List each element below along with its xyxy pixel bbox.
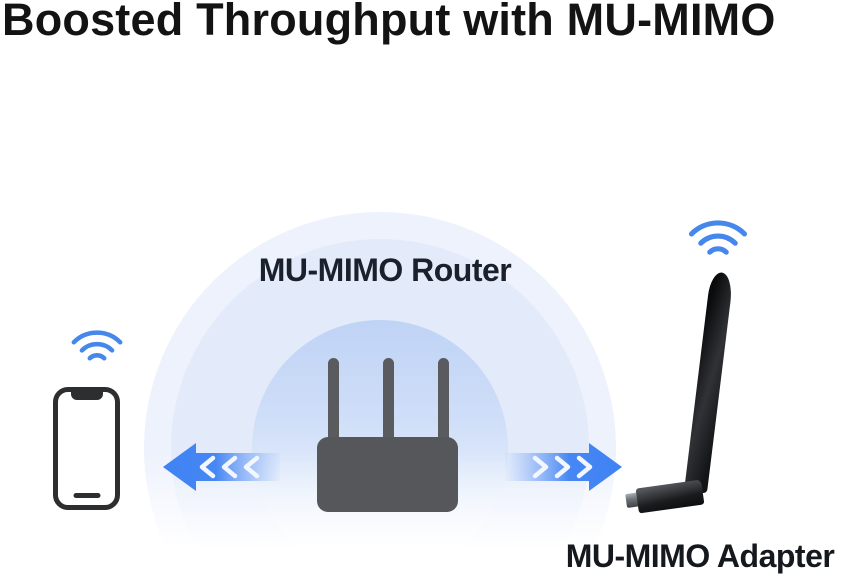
adapter-antenna (684, 271, 734, 494)
adapter-label: MU-MIMO Adapter (565, 538, 835, 574)
phone-notch (70, 391, 103, 400)
stream-arrow-right-icon (505, 443, 622, 491)
wifi-waves-icon (688, 220, 748, 255)
router-label: MU-MIMO Router (258, 252, 512, 288)
router-antenna-left (328, 358, 339, 440)
wifi-waves-icon (71, 330, 123, 361)
phone-home-bar (73, 493, 100, 498)
arrow-left-shape (163, 443, 280, 491)
router-body (317, 437, 458, 512)
phone-icon (53, 387, 120, 510)
page-title: Boosted Throughput with MU-MIMO (2, 0, 776, 45)
router-antenna-middle (383, 358, 394, 440)
stream-arrow-left-icon (163, 443, 280, 491)
arrow-left-chevrons (199, 455, 260, 479)
router-antenna-right (438, 358, 449, 440)
arrow-right-chevrons (532, 455, 593, 479)
arrow-right-shape (505, 443, 622, 491)
